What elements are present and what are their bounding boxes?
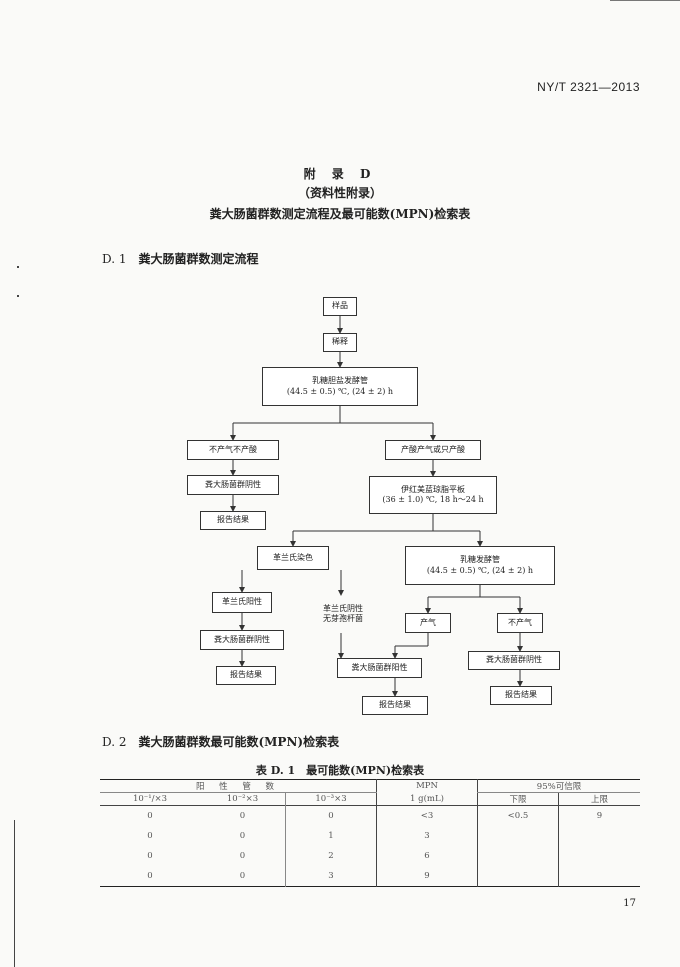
node-coliform-negative-1: 粪大肠菌群阴性 — [187, 475, 279, 495]
cell: 9 — [558, 805, 640, 826]
cell: 0 — [147, 851, 153, 861]
cell: 9 — [376, 866, 478, 887]
table-row: 0 0 3 9 — [100, 866, 640, 887]
cell: 0 — [147, 831, 153, 841]
header-positive-tubes: 阳 性 管 数 — [100, 779, 377, 793]
node-gas: 产气 — [405, 613, 451, 633]
header-upper: 上限 — [558, 792, 640, 806]
table-caption: 表 D. 1 最可能数(MPN)检索表 — [255, 764, 425, 777]
section-d1-title: 粪大肠菌群数测定流程 — [138, 252, 259, 266]
header-lower: 下限 — [477, 792, 559, 806]
cell — [477, 866, 559, 887]
cell: 3 — [376, 826, 478, 846]
node-gram-negative-line2: 无芽孢杆菌 — [323, 614, 363, 623]
header-unit: 1 g(mL) — [376, 792, 478, 806]
node-gram-stain: 革兰氏染色 — [257, 546, 329, 570]
cell — [477, 846, 559, 866]
node-coliform-negative-3: 粪大肠菌群阴性 — [468, 651, 560, 670]
header-mpn: MPN — [376, 779, 478, 793]
cell: 0 — [147, 811, 153, 821]
table-row: 0 0 2 6 — [100, 846, 640, 866]
standard-number: NY/T 2321—2013 — [537, 80, 640, 94]
node-lactose-fermentation-tube: 乳糖发酵管 (44.5 ± 0.5) ℃, (24 ± 2) h — [405, 546, 555, 585]
top-edge-line — [610, 0, 680, 1]
section-d2-heading: D. 2 粪大肠菌群数最可能数(MPN)检索表 — [102, 733, 339, 750]
node-lactose-ferm-conditions: (44.5 ± 0.5) ℃, (24 ± 2) h — [426, 565, 534, 575]
cell: <0.5 — [477, 805, 559, 826]
cell: 0 — [147, 871, 153, 881]
header-dilution-1: 10⁻¹/×3 — [132, 794, 168, 804]
node-report-3: 报告结果 — [362, 696, 428, 715]
header-dilution-3: 10⁻³×3 — [285, 792, 377, 806]
cell — [558, 866, 640, 887]
cell: 0 — [239, 811, 246, 821]
cell — [558, 826, 640, 846]
appendix-title: 粪大肠菌群数测定流程及最可能数(MPN)检索表 — [209, 207, 471, 221]
cell: 0 — [239, 831, 246, 841]
section-d1-heading: D. 1 粪大肠菌群数测定流程 — [102, 250, 258, 267]
node-lactose-bile-name: 乳糖胆盐发酵管 — [312, 376, 368, 386]
node-gram-negative-line1: 革兰氏阴性 — [323, 603, 363, 613]
node-sample: 样品 — [323, 297, 357, 316]
node-dilute: 稀释 — [323, 333, 357, 352]
page-number: 17 — [623, 898, 636, 909]
table-row: 0 0 1 3 — [100, 826, 640, 846]
header-dilution-2: 10⁻²×3 — [226, 794, 259, 804]
mpn-table: 阳 性 管 数 MPN 95%可信限 10⁻¹/×3 10⁻²×3 10⁻³×3… — [100, 779, 640, 887]
node-emb-agar-plate: 伊红美蓝琼脂平板 (36 ± 1.0) ℃, 18 h～24 h — [369, 476, 497, 514]
section-d1-number: D. 1 — [102, 252, 127, 266]
cell: <3 — [376, 805, 478, 826]
appendix-type: （资料性附录） — [297, 186, 382, 200]
cell: 1 — [285, 826, 377, 846]
node-report-4: 报告结果 — [490, 686, 552, 705]
cell — [477, 826, 559, 846]
cell: 6 — [376, 846, 478, 866]
node-emb-name: 伊红美蓝琼脂平板 — [401, 484, 465, 494]
node-lactose-bile-conditions: (44.5 ± 0.5) ℃, (24 ± 2) h — [286, 386, 394, 396]
node-no-gas-no-acid: 不产气不产酸 — [187, 440, 279, 460]
node-lactose-bile-tube: 乳糖胆盐发酵管 (44.5 ± 0.5) ℃, (24 ± 2) h — [262, 367, 418, 406]
table-row: 0 0 0 <3 <0.5 9 — [100, 805, 640, 826]
node-gram-negative: 革兰氏阴性 无芽孢杆菌 — [315, 595, 371, 633]
node-report-2: 报告结果 — [216, 666, 276, 685]
appendix-label: 附 录 D — [303, 167, 377, 181]
node-emb-conditions: (36 ± 1.0) ℃, 18 h～24 h — [382, 495, 484, 504]
node-report-1: 报告结果 — [200, 511, 266, 530]
node-coliform-positive: 粪大肠菌群阳性 — [337, 658, 422, 678]
cell: 0 — [239, 871, 246, 881]
node-gram-positive: 革兰氏阳性 — [212, 592, 272, 613]
node-no-gas: 不产气 — [497, 613, 543, 633]
node-lactose-ferm-name: 乳糖发酵管 — [460, 555, 500, 565]
margin-dot — [17, 266, 19, 268]
cell: 3 — [285, 866, 377, 887]
node-coliform-negative-2: 粪大肠菌群阴性 — [200, 630, 284, 650]
cell: 0 — [239, 851, 246, 861]
node-acid-or-gas: 产酸产气或只产酸 — [385, 440, 481, 460]
cell: 2 — [285, 846, 377, 866]
cell — [558, 846, 640, 866]
section-d2-number: D. 2 — [102, 735, 127, 749]
cell: 0 — [285, 805, 377, 826]
binding-edge-line — [14, 820, 15, 967]
margin-dot — [17, 295, 19, 297]
header-ci: 95%可信限 — [477, 779, 640, 793]
section-d2-title: 粪大肠菌群数最可能数(MPN)检索表 — [138, 735, 340, 749]
